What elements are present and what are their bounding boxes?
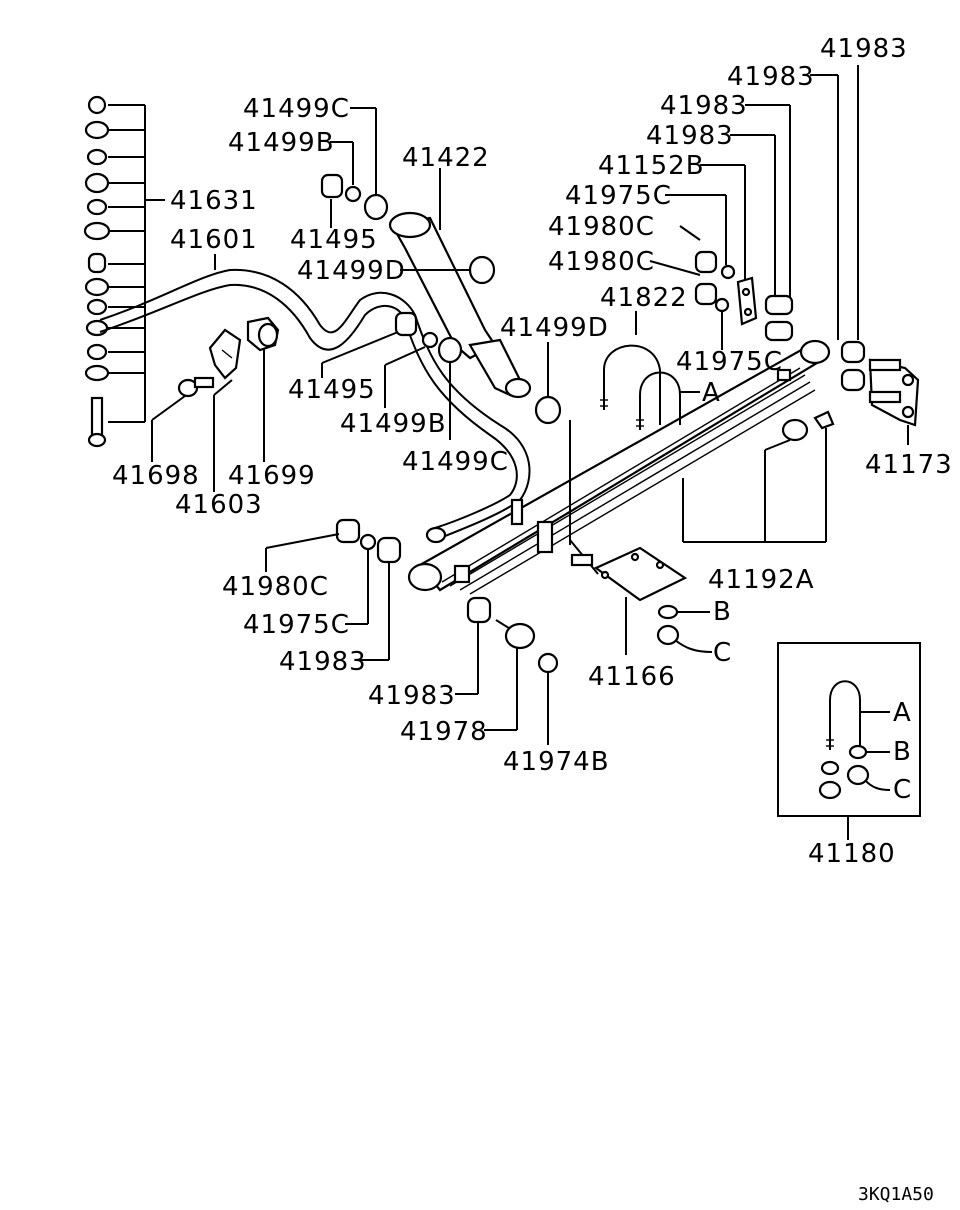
label-41180: 41180 — [808, 839, 896, 869]
label-41983-d: 41983 — [646, 121, 734, 151]
bushing-41495-top — [320, 173, 344, 199]
leaf-spring-pad — [781, 418, 809, 442]
label-41975c-top: 41975C — [565, 181, 672, 211]
label-41631: 41631 — [170, 186, 258, 216]
label-41499d-left: 41499D — [297, 256, 406, 286]
stabilizer-bar — [99, 268, 531, 544]
label-41983-a: 41983 — [820, 34, 908, 64]
kit-nut-c — [846, 764, 870, 786]
label-41699: 41699 — [228, 461, 316, 491]
washer-41975c-top — [720, 264, 736, 280]
shock-absorber — [388, 211, 532, 399]
label-41975c-low: 41975C — [243, 610, 350, 640]
bushing-41983-a — [840, 340, 866, 364]
drawing-code: 3KQ1A50 — [858, 1184, 934, 1205]
nut-41980c-low — [335, 518, 361, 544]
label-41983-c: 41983 — [660, 91, 748, 121]
label-41698: 41698 — [112, 461, 200, 491]
spring-seat-plate — [569, 539, 688, 602]
shackle-pin-41978 — [495, 619, 536, 650]
label-41603: 41603 — [175, 490, 263, 520]
label-ref-b: B — [713, 597, 732, 627]
kit-washer — [820, 760, 840, 776]
grease-fitting-41974b — [537, 652, 559, 674]
label-41495-mid: 41495 — [288, 375, 376, 405]
label-41166: 41166 — [588, 662, 676, 692]
washer-41499d-left — [468, 255, 496, 285]
nut-c — [656, 624, 680, 646]
nut-41980c-b — [694, 282, 718, 306]
washer-41499d-right — [534, 395, 562, 425]
label-41152b: 41152B — [598, 151, 705, 181]
washer-41499b-mid — [421, 331, 439, 349]
label-kit-b: B — [893, 737, 912, 767]
shackle-plate-41152b — [736, 276, 758, 326]
bushing-41983-bolt — [466, 596, 492, 624]
shackle-41173 — [868, 358, 920, 427]
label-41499b-mid: 41499B — [340, 409, 447, 439]
label-41192a: 41192A — [708, 565, 815, 595]
washer-41975c-right — [714, 297, 730, 313]
label-41173: 41173 — [865, 450, 953, 480]
label-41980c-a: 41980C — [548, 212, 655, 242]
leaf-spring — [407, 339, 831, 595]
nut-41980c-a — [694, 250, 718, 274]
label-41495-top: 41495 — [290, 225, 378, 255]
washer-41499c-mid — [437, 336, 463, 364]
washer-41499c-top — [363, 193, 389, 221]
bracket-bolt — [177, 376, 215, 398]
label-41499c-top: 41499C — [243, 94, 350, 124]
label-41822: 41822 — [600, 283, 688, 313]
label-41980c-b: 41980C — [548, 247, 655, 277]
label-41422: 41422 — [402, 143, 490, 173]
washer-41975c-low — [359, 533, 377, 551]
bushing-41983-d — [764, 320, 794, 342]
bushing-41495-mid — [394, 311, 418, 337]
label-41974b: 41974B — [503, 747, 610, 777]
u-bolt — [600, 344, 681, 430]
bushing-41983-b — [840, 368, 866, 392]
kit-lock-washer — [848, 744, 868, 760]
stabilizer-link-parts-stack — [83, 95, 165, 448]
label-41983-bolt: 41983 — [368, 681, 456, 711]
label-kit-a: A — [893, 698, 912, 728]
label-41601: 41601 — [170, 225, 258, 255]
label-41983-b: 41983 — [727, 62, 815, 92]
stabilizer-bracket — [208, 328, 242, 380]
washer-41499b-top — [344, 185, 362, 203]
label-ref-a: A — [702, 378, 721, 408]
stabilizer-bushing — [246, 316, 280, 352]
bushing-41983-low — [376, 536, 402, 564]
bushing-41983-c — [764, 294, 794, 316]
label-41983-low: 41983 — [279, 647, 367, 677]
label-41978: 41978 — [400, 717, 488, 747]
leaf-spring-clip — [813, 410, 835, 430]
lock-washer-b — [657, 604, 679, 620]
label-41499d-right: 41499D — [500, 313, 609, 343]
kit-nut — [818, 780, 842, 800]
label-41499c-mid: 41499C — [402, 447, 509, 477]
label-41980c-low: 41980C — [222, 572, 329, 602]
label-41975c-right: 41975C — [676, 347, 783, 377]
label-41499b-top: 41499B — [228, 128, 335, 158]
label-kit-c: C — [893, 775, 912, 805]
label-ref-c: C — [713, 638, 732, 668]
